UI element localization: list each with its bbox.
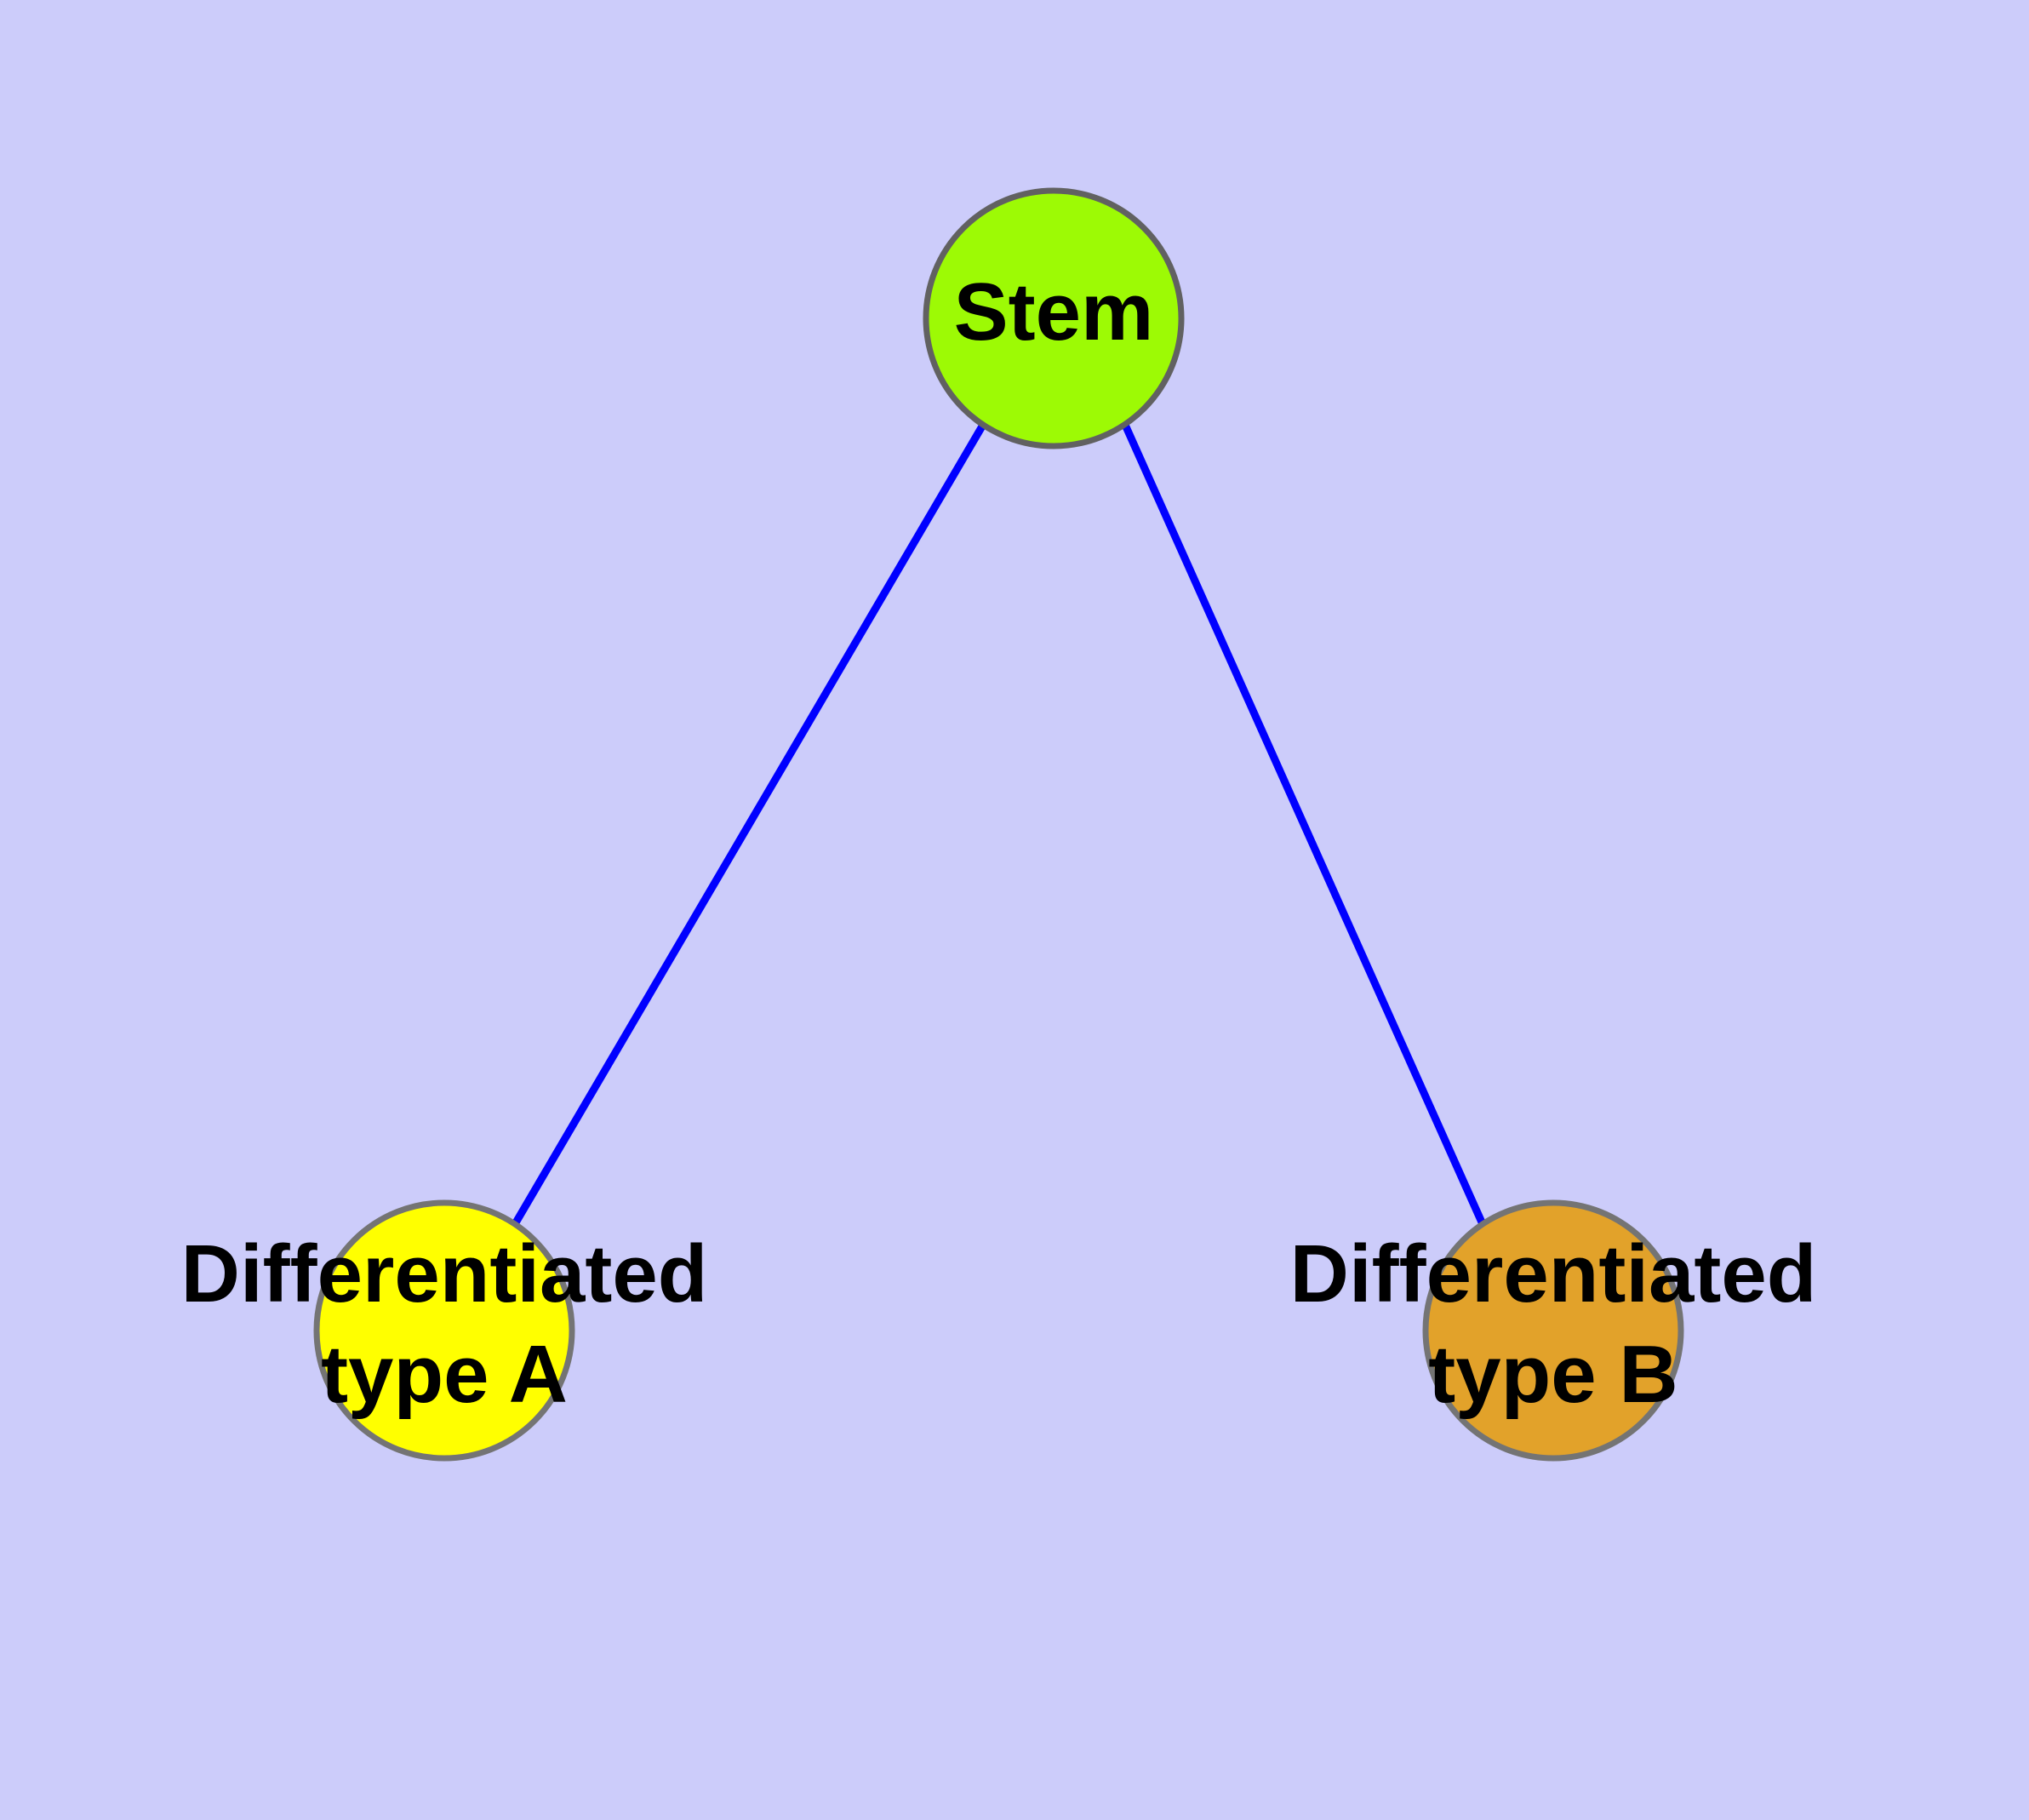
node-label-line: Differentiated: [181, 1228, 708, 1319]
node-circle-diff_a[interactable]: [313, 1199, 575, 1462]
node-label-line: Stem: [954, 266, 1154, 358]
node-circle-stem[interactable]: [923, 187, 1185, 449]
node-label-diff_b: Differentiated type B: [1290, 1228, 1817, 1420]
node-label-diff_a: Differentiated type A: [181, 1228, 708, 1420]
node-circle-diff_b[interactable]: [1422, 1199, 1684, 1462]
edge-layer: [512, 422, 1487, 1227]
node-stem[interactable]: Stem: [923, 187, 1185, 449]
node-label-line: type B: [1428, 1329, 1677, 1420]
node-diff_b[interactable]: Differentiated type B: [1290, 1199, 1817, 1462]
edge-stem-diff-b[interactable]: [1121, 423, 1487, 1226]
node-diff_a[interactable]: Differentiated type A: [181, 1199, 708, 1462]
edge-stem-diff-a[interactable]: [512, 422, 986, 1227]
node-label-line: type A: [321, 1329, 568, 1420]
node-label-line: Differentiated: [1290, 1228, 1817, 1319]
node-label-stem: Stem: [954, 266, 1154, 358]
